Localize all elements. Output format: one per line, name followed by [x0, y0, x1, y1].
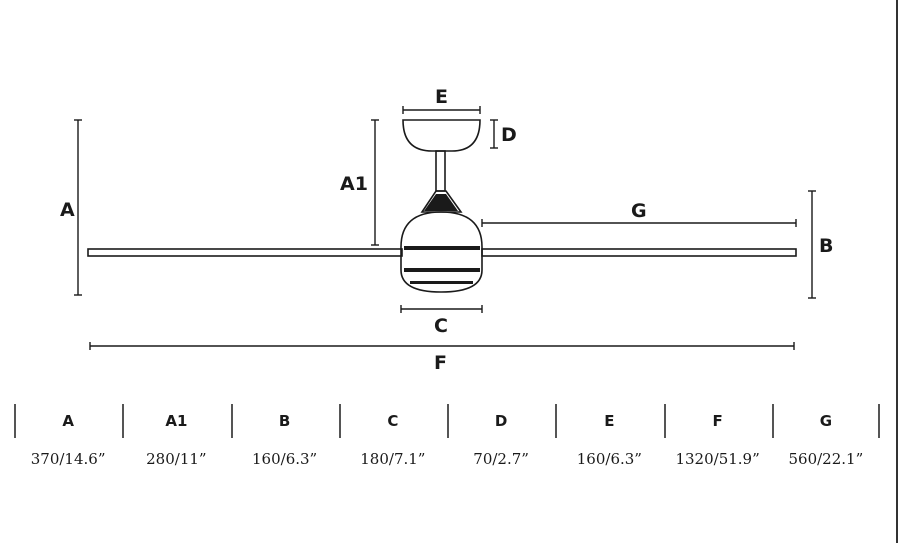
right-blade	[481, 248, 797, 257]
header-e: E	[604, 412, 615, 430]
header-b: B	[278, 412, 291, 430]
ceiling-fan-diagram: A A1 E D G B C F	[60, 86, 833, 374]
label-d: D	[501, 124, 517, 146]
label-c: C	[434, 315, 448, 337]
header-d: D	[494, 412, 508, 430]
value-g: 560/22.1”	[788, 450, 864, 468]
right-border	[896, 0, 898, 543]
value-f: 1320/51.9”	[675, 450, 760, 468]
table-divider	[555, 404, 558, 438]
housing-band-3	[410, 281, 473, 284]
header-f: F	[712, 412, 723, 430]
label-a: A	[60, 199, 75, 221]
table-divider	[771, 404, 774, 438]
header-a: A	[62, 412, 74, 430]
header-c: C	[387, 412, 399, 430]
value-d: 70/2.7”	[473, 450, 529, 468]
table-header-cell: E	[555, 404, 663, 438]
table-header-cell: G	[771, 404, 880, 438]
table-divider	[338, 404, 341, 438]
header-g: G	[819, 412, 833, 430]
table-divider	[230, 404, 233, 438]
value-b: 160/6.3”	[252, 450, 318, 468]
housing-band-1	[404, 246, 480, 250]
table-divider	[878, 404, 880, 438]
label-a1: A1	[340, 173, 368, 195]
value-c: 180/7.1”	[360, 450, 426, 468]
left-blade	[87, 248, 403, 257]
table-header-cell: A	[14, 404, 122, 438]
table-divider	[663, 404, 666, 438]
table-header-row: A A1 B C D E F G	[14, 404, 880, 438]
table-divider	[122, 404, 125, 438]
label-f: F	[434, 352, 447, 374]
ceiling-canopy	[402, 119, 481, 152]
table-header-cell: D	[447, 404, 555, 438]
label-g: G	[631, 200, 647, 222]
downrod	[435, 150, 446, 192]
table-divider	[447, 404, 449, 438]
cone-fill	[424, 194, 458, 211]
table-header-cell: F	[663, 404, 772, 438]
table-header-cell: A1	[122, 404, 230, 438]
table-header-cell: C	[338, 404, 447, 438]
value-e: 160/6.3”	[576, 450, 642, 468]
label-e: E	[435, 86, 448, 108]
housing-band-2	[404, 268, 480, 272]
label-b: B	[819, 235, 833, 257]
header-a1: A1	[165, 412, 188, 430]
table-header-cell: B	[230, 404, 339, 438]
motor-housing	[400, 211, 483, 293]
table-value-row: 370/14.6” 280/11” 160/6.3” 180/7.1” 70/2…	[14, 448, 880, 470]
value-a: 370/14.6”	[30, 450, 106, 468]
dimensions-table: A A1 B C D E F G 370/14.6” 280/11” 160/6…	[14, 404, 880, 470]
value-a1: 280/11”	[146, 450, 207, 468]
table-divider	[14, 404, 16, 438]
